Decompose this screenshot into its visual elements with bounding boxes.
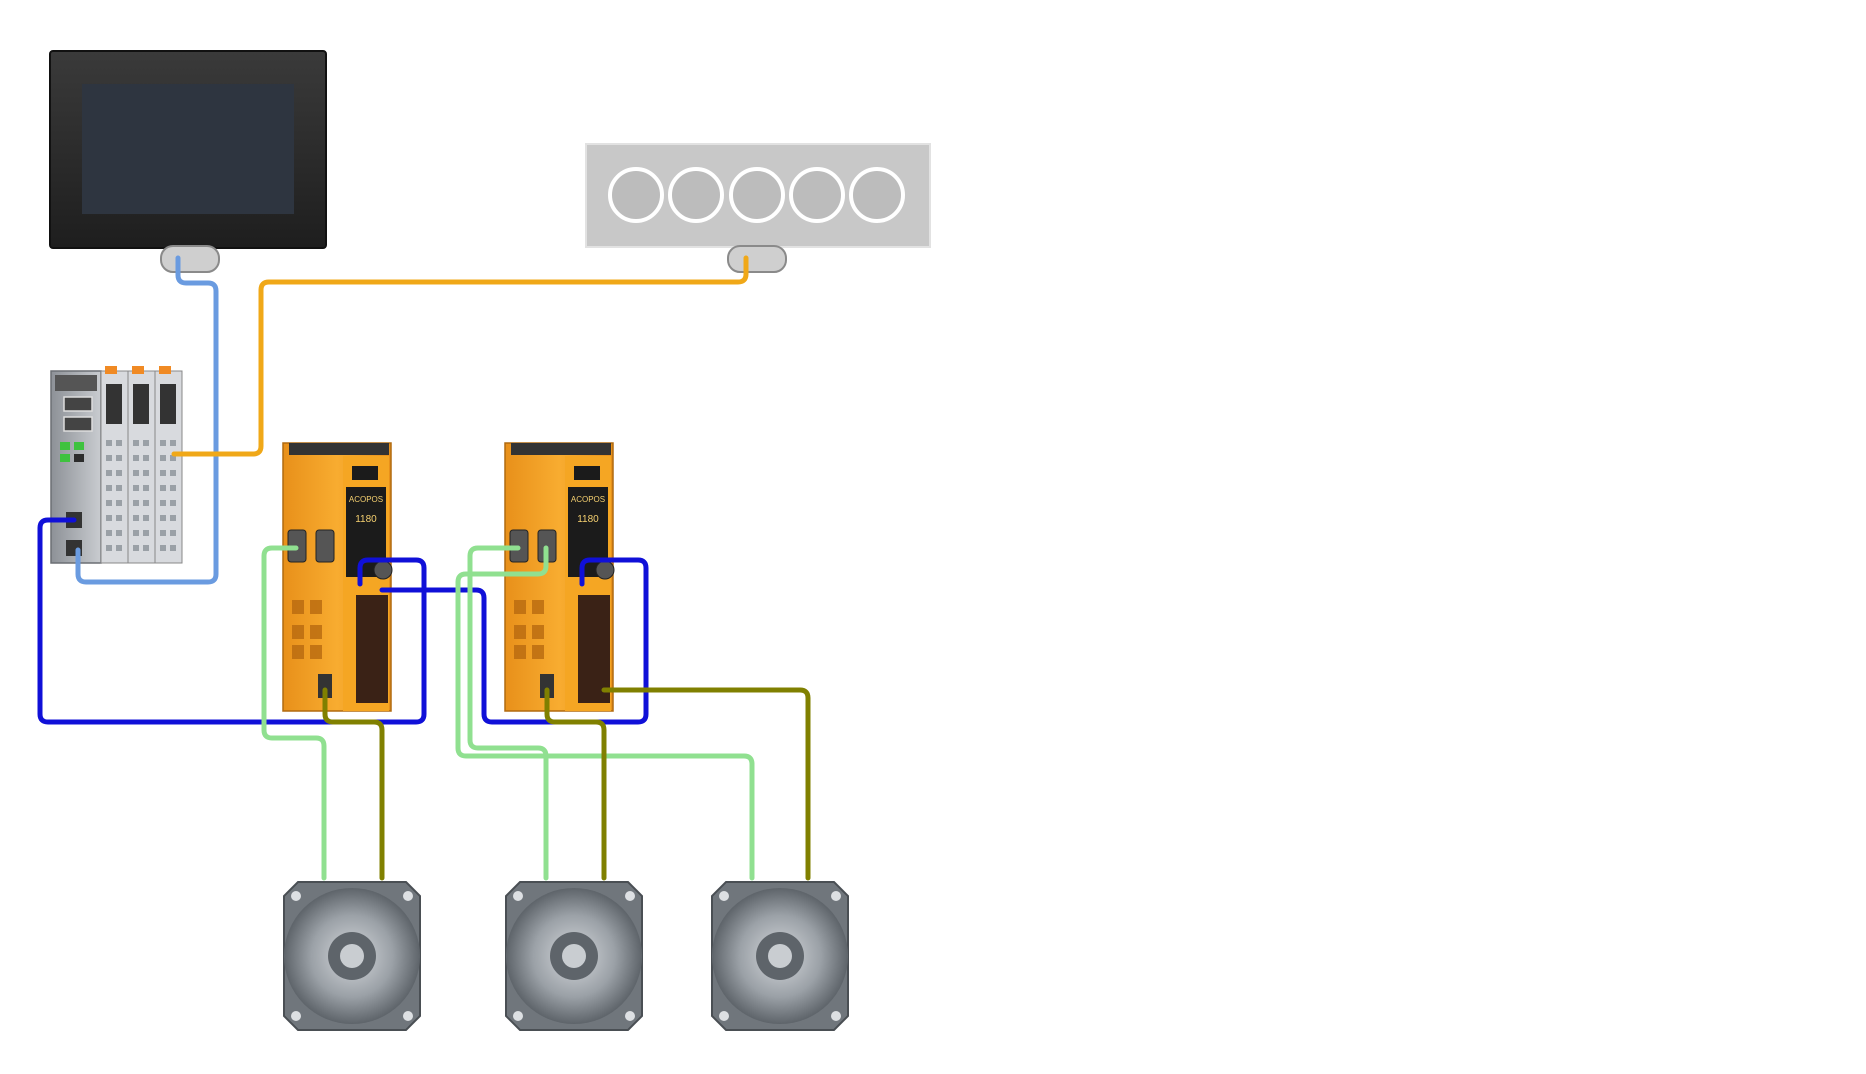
- hmi-panel: [49, 50, 327, 273]
- push-button-5: [849, 167, 905, 223]
- cable-powerlink-plc-to-drive1: [37, 517, 427, 725]
- button-row: [608, 167, 905, 223]
- drive-2: ACOPOS 1180: [504, 442, 615, 712]
- push-button-4: [789, 167, 845, 223]
- push-button-3: [729, 167, 785, 223]
- drive-1-plug: [356, 595, 388, 703]
- cable-power-motor1: [322, 687, 385, 881]
- drive-2-series-text: 1180: [577, 514, 599, 525]
- button-box: [585, 143, 931, 273]
- plc-io-modules: [100, 366, 183, 564]
- cable-io-link: [171, 255, 749, 457]
- push-button-2: [668, 167, 724, 223]
- drive-1: ACOPOS 1180: [282, 442, 393, 712]
- plc-usb-port-2: [63, 416, 93, 432]
- drive-2-plug: [578, 595, 610, 703]
- cable-encoder-motor1: [261, 545, 327, 881]
- cable-encoder-motor2: [467, 545, 549, 881]
- button-box-connector: [727, 245, 787, 273]
- drive-2-model-text: ACOPOS: [571, 495, 605, 504]
- push-button-1: [608, 167, 664, 223]
- drive-1-port-2: [315, 529, 335, 563]
- cable-powerlink-drive1-to-drive2: [379, 557, 649, 725]
- drive-1-series-text: 1180: [355, 514, 377, 525]
- hmi-connector: [160, 245, 220, 273]
- motor-2: [505, 881, 643, 1031]
- cable-encoder-motor3: [455, 545, 755, 881]
- cable-power-motor2: [544, 687, 607, 881]
- motor-1: [283, 881, 421, 1031]
- drive-2-round-connector: [595, 560, 615, 580]
- plc-usb-port-1: [63, 396, 93, 412]
- drive-1-round-connector: [373, 560, 393, 580]
- drive-1-model-text: ACOPOS: [349, 495, 383, 504]
- plc-controller: [50, 366, 183, 564]
- motor-3: [711, 881, 849, 1031]
- cable-hmi-ethernet: [75, 255, 219, 585]
- cable-power-motor3: [601, 687, 811, 881]
- hmi-screen: [82, 84, 294, 214]
